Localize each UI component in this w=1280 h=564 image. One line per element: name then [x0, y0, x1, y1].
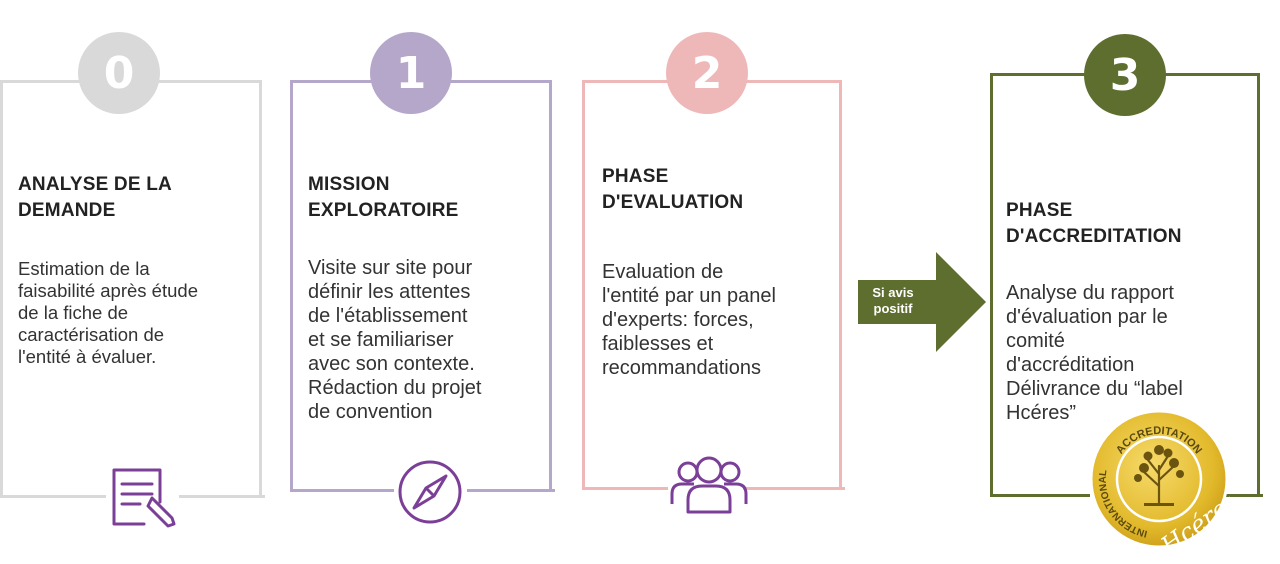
compass-icon — [398, 460, 462, 524]
step-number-0: 0 — [78, 32, 160, 114]
next-step-arrow — [858, 252, 986, 352]
group-users-icon — [670, 456, 748, 514]
step-number-3: 3 — [1084, 34, 1166, 116]
accreditation-seal-icon: ACCREDITATION INTERNATIONAL Hcéres — [1089, 409, 1230, 550]
step-number-1: 1 — [370, 32, 452, 114]
step-number-2: 2 — [666, 32, 748, 114]
document-edit-icon — [112, 468, 176, 528]
